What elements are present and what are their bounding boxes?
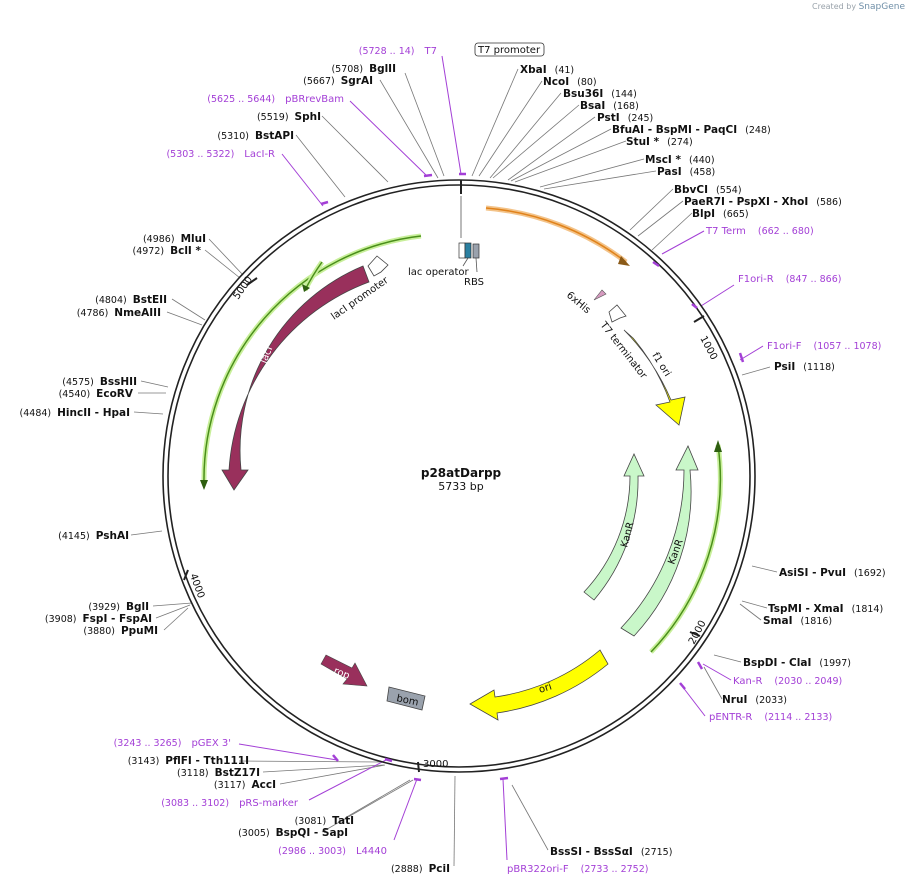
site-label: (3908)FspI - FspAI xyxy=(45,613,152,625)
primer-label: (5625 .. 5644)pBRrevBam xyxy=(207,94,344,105)
plasmid-name: p28atDarpp xyxy=(421,466,502,480)
kanr-label-1: KanR xyxy=(619,521,636,549)
site-label: (3880)PpuMI xyxy=(83,625,158,637)
site-label: PaeR7I - PspXI - XhoI(586) xyxy=(684,196,842,208)
site-label: BlpI(665) xyxy=(692,208,749,220)
rbs-label: RBS xyxy=(464,277,484,288)
site-label: NruI(2033) xyxy=(722,694,787,706)
primer-marks xyxy=(320,172,745,782)
backbone xyxy=(162,179,756,773)
tick-3000: 3000 xyxy=(423,759,448,770)
site-label: NcoI(80) xyxy=(543,76,597,88)
site-label: BspDI - ClaI(1997) xyxy=(743,657,851,669)
primer-labels: (5728 .. 14)T7 (5625 .. 5644)pBRrevBam (… xyxy=(114,46,882,875)
f1-ori-label: f1 ori xyxy=(649,351,672,379)
site-label: (2888)PciI xyxy=(391,863,450,875)
site-label: (4484)HincII - HpaI xyxy=(20,407,130,419)
primer-label: T7 Term(662 .. 680) xyxy=(705,226,814,237)
site-label: (5519)SphI xyxy=(257,111,321,123)
site-label: TspMI - XmaI(1814) xyxy=(768,603,883,615)
rbs-box xyxy=(472,243,480,259)
lac-operator-box xyxy=(464,242,472,259)
laci-arrow xyxy=(221,265,370,491)
features xyxy=(200,196,723,721)
f1-ori-arrow xyxy=(623,329,686,426)
t7-terminator-shape xyxy=(608,304,627,323)
site-label: BbvCI(554) xyxy=(674,184,742,196)
site-label: AsiSI - PvuI(1692) xyxy=(779,567,886,579)
ori-label: ori xyxy=(538,681,554,695)
site-labels: (5708)BglII (5667)SgrAI (5519)SphI (5310… xyxy=(20,63,886,875)
backbone-ticks xyxy=(183,180,705,773)
rop-arrow xyxy=(320,654,368,687)
site-label: (3081)TatI xyxy=(295,815,354,827)
primer-label: Kan-R(2030 .. 2049) xyxy=(733,676,842,687)
kanr-label-2: KanR xyxy=(666,538,685,566)
bom-label: bom xyxy=(395,693,419,708)
site-label: (4972)BclI * xyxy=(133,245,202,257)
site-label: Bsu36I(144) xyxy=(563,88,637,100)
site-label: StuI *(274) xyxy=(626,136,693,148)
site-label: (4575)BssHII xyxy=(62,376,137,388)
site-label: BfuAI - BspMI - PaqCI(248) xyxy=(612,124,771,136)
primer-label: (5303 .. 5322)LacI-R xyxy=(166,149,275,160)
primer-label: (5728 .. 14)T7 xyxy=(359,46,437,57)
site-label: BssSI - BssSαI(2715) xyxy=(550,846,672,858)
kanr-arrow-outer xyxy=(620,445,699,637)
t7-promoter-label: T7 promoter xyxy=(477,45,541,56)
plasmid-size: 5733 bp xyxy=(438,480,483,493)
site-label: BsaI(168) xyxy=(580,100,639,112)
site-label: XbaI(41) xyxy=(520,64,574,76)
tick-5000: 5000 xyxy=(231,275,255,302)
site-label: PstI(245) xyxy=(597,112,653,124)
primer-label: F1ori-R(847 .. 866) xyxy=(738,274,841,285)
site-label: (5708)BglII xyxy=(331,63,396,75)
site-label: (3118)BstZ17I xyxy=(177,767,260,779)
bom-box xyxy=(386,686,426,711)
site-label: (5667)SgrAI xyxy=(303,75,373,87)
t7-promoter-box xyxy=(458,242,466,259)
site-label: (4540)EcoRV xyxy=(59,388,134,400)
primer-leaders xyxy=(238,55,764,861)
site-label: SmaI(1816) xyxy=(763,615,832,627)
primer-label: (3243 .. 3265)pGEX 3' xyxy=(114,738,231,749)
site-label: (4786)NmeAIII xyxy=(77,307,161,319)
his-label: 6xHis xyxy=(564,290,592,316)
site-label: (4986)MluI xyxy=(143,233,206,245)
site-label: (3005)BspQI - SapI xyxy=(238,827,348,839)
primer-label: F1ori-F(1057 .. 1078) xyxy=(767,341,881,352)
site-label: PasI(458) xyxy=(657,166,715,178)
lac-operator-label: lac operator xyxy=(408,267,469,278)
his-tag-shape xyxy=(593,289,607,301)
site-label: MscI *(440) xyxy=(645,154,715,166)
primer-label: (2986 .. 3003)L4440 xyxy=(278,846,387,857)
credit-prefix: Created by xyxy=(812,2,857,11)
snapgene-logo: SnapGene xyxy=(858,2,905,12)
site-label: (3117)AccI xyxy=(214,779,276,791)
site-label: (3143)PflFI - Tth111I xyxy=(128,755,249,767)
site-label: PsiI(1118) xyxy=(774,361,835,373)
kanr-arrow-inner xyxy=(583,453,645,601)
site-label: (5310)BstAPI xyxy=(217,130,294,142)
snapgene-credit: Created by SnapGene xyxy=(812,2,905,12)
laci-promoter-shape xyxy=(367,255,389,277)
site-label: (4145)PshAI xyxy=(58,530,129,542)
primer-label: pENTR-R(2114 .. 2133) xyxy=(709,712,832,723)
leader-lines xyxy=(130,68,778,867)
t7-promoter-label-box xyxy=(474,42,545,57)
t7-terminator-label: T7 terminator xyxy=(597,319,649,381)
primer-label: pBR322ori-F(2733 .. 2752) xyxy=(507,864,648,875)
ori-arrow xyxy=(469,649,609,721)
site-label: (3929)BglI xyxy=(88,601,149,613)
site-label: (4804)BstEII xyxy=(95,294,167,306)
primer-label: (3083 .. 3102)pRS-marker xyxy=(161,798,299,809)
